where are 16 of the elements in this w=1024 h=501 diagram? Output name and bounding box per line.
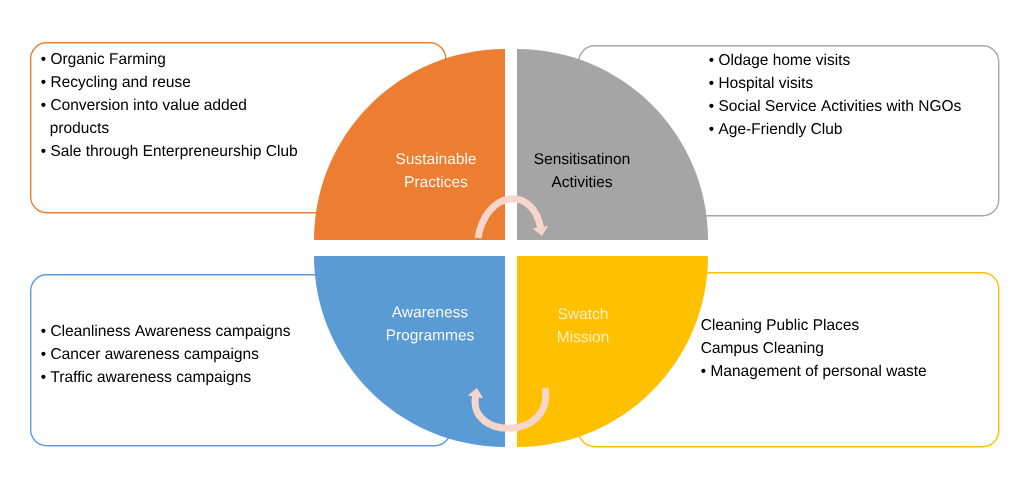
list-item: • Recycling and reuse [41, 75, 191, 91]
quadrant: Awareness Programmes [314, 256, 505, 447]
list-item: • Social Service Activities with NGOs [709, 99, 961, 112]
curved-arrow [467, 387, 549, 432]
quadrant: Sustainable Practices [314, 49, 505, 240]
list-item: • Oldage home visits [709, 53, 850, 69]
list-item: • Organic Farming [41, 52, 165, 68]
list-item: • Conversion into value added products [41, 98, 246, 137]
list-item: • Age-Friendly Club [709, 122, 842, 138]
list-item: • Traffic awareness campaigns [41, 370, 251, 386]
list-item: • Sale through Enterpreneurship Club [41, 144, 298, 160]
curved-arrow [474, 195, 549, 239]
quadrant: Sensitisatinon Activities [517, 49, 708, 240]
list-item: • Hospital visits [709, 76, 813, 92]
list-item: • Cleanliness Awareness campaigns [41, 324, 290, 340]
list-item: • Cancer awareness campaigns [41, 347, 259, 363]
